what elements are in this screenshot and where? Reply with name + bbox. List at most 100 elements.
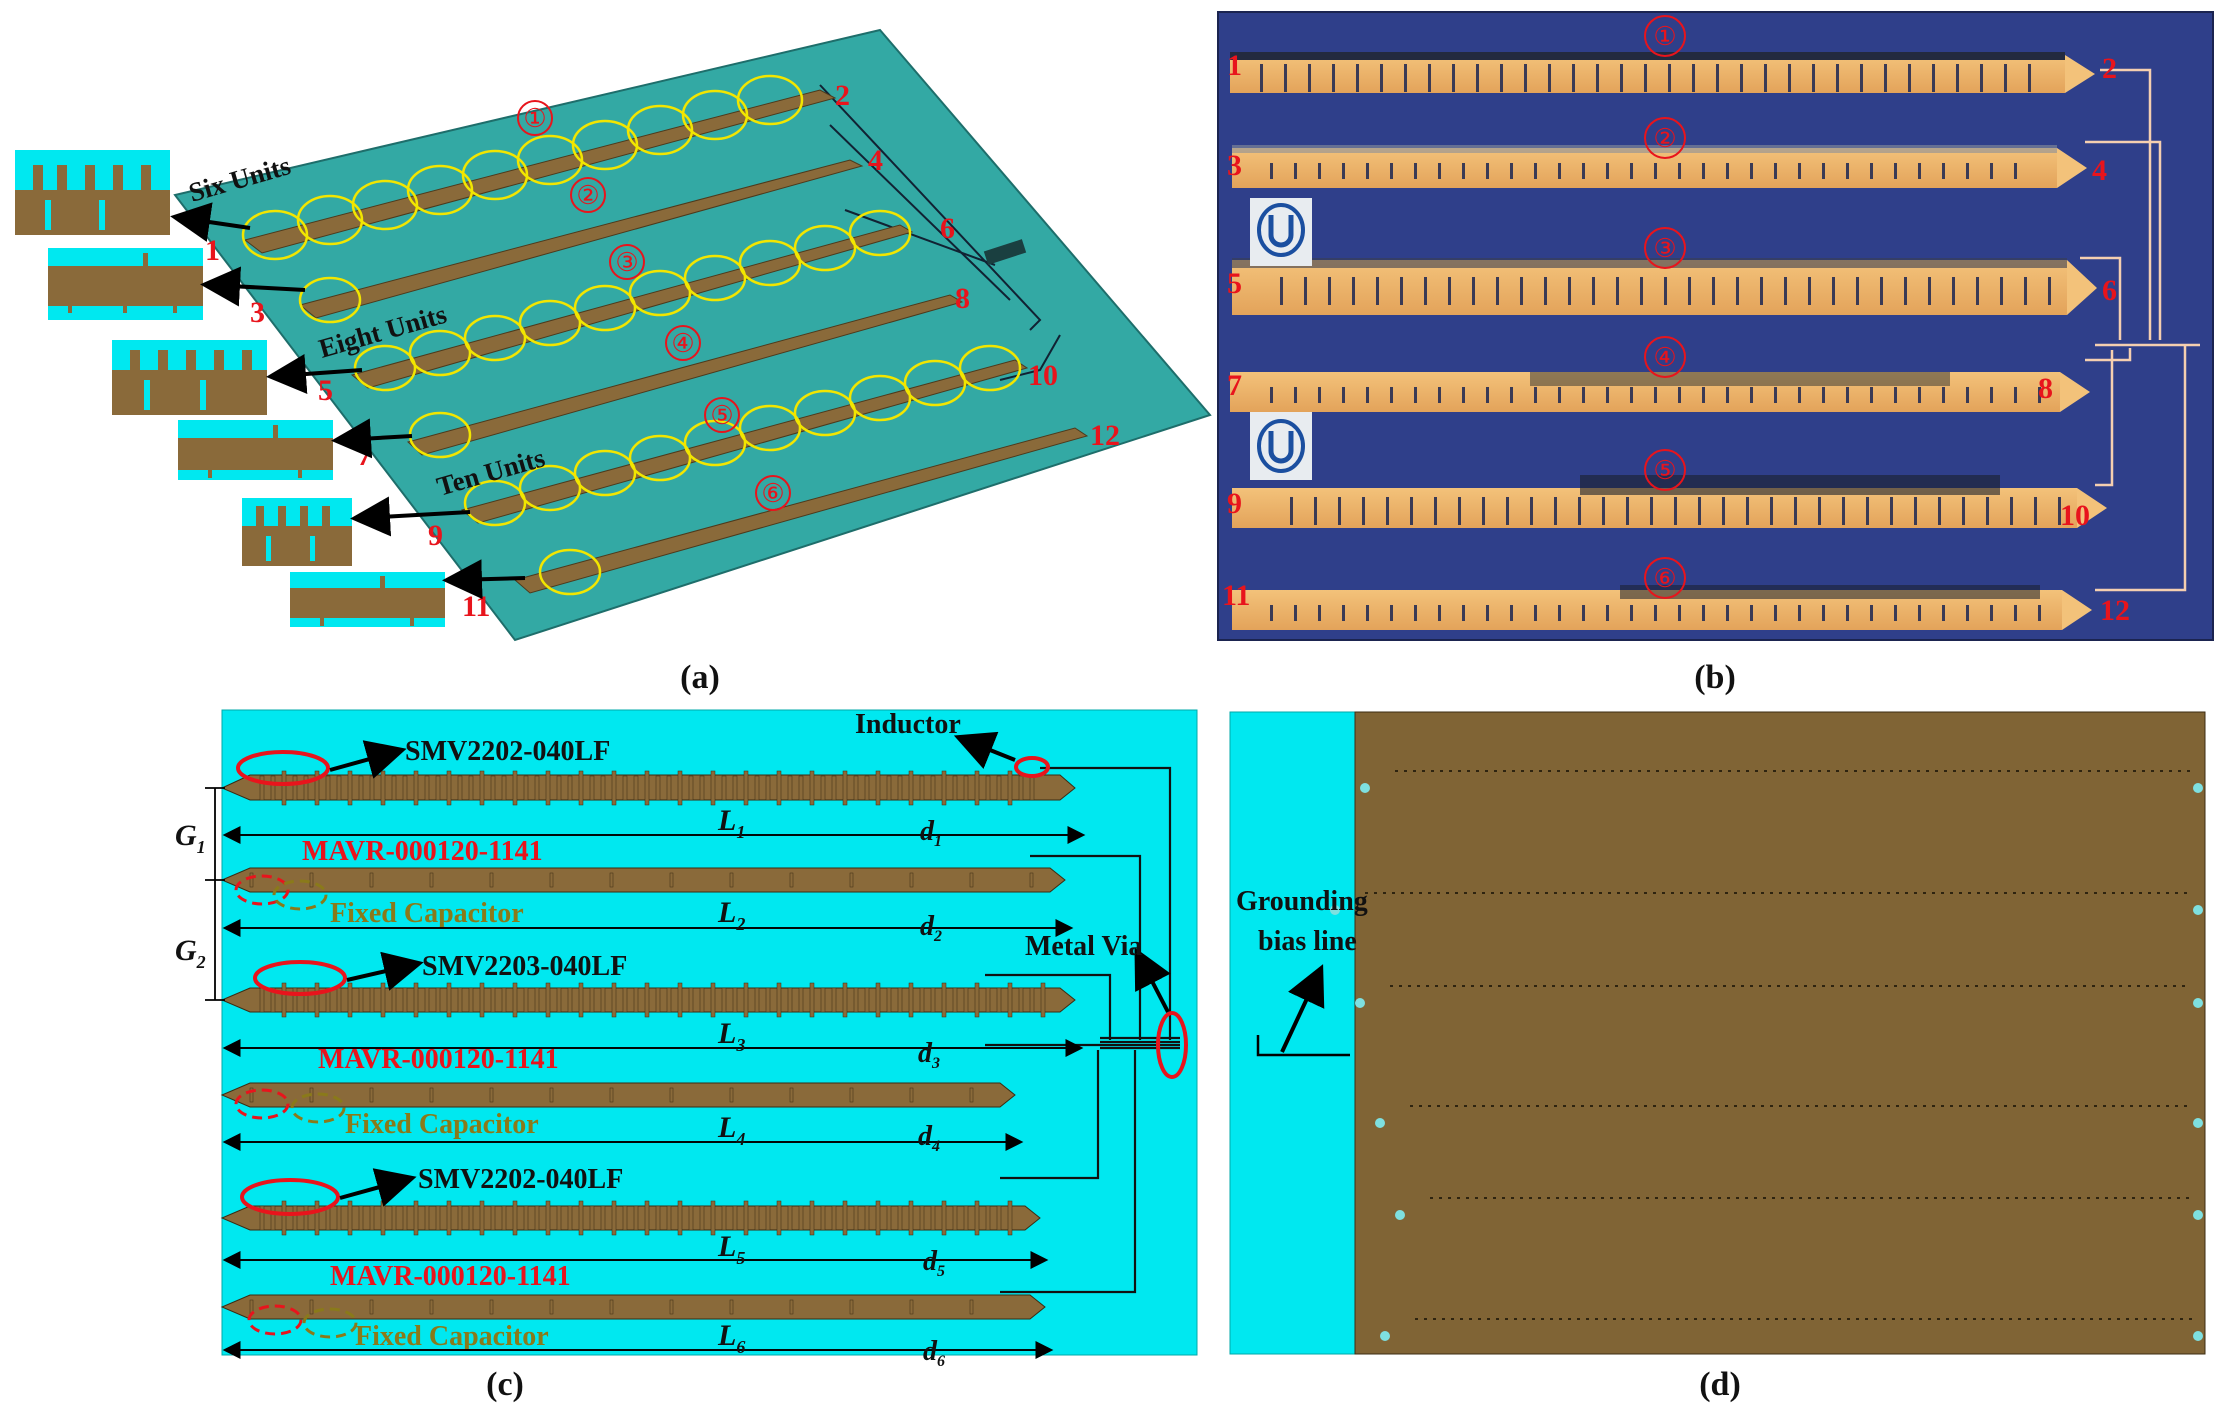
via-dot — [1431, 770, 1434, 772]
svg-text:8: 8 — [2038, 372, 2053, 405]
svg-text:d3: d3 — [918, 1038, 940, 1072]
comb-tooth — [622, 1205, 628, 1231]
comb-tooth — [1040, 982, 1046, 1018]
photo-diode-tick — [1462, 387, 1465, 403]
bias-lines-c — [985, 766, 1180, 1294]
via-dot — [1480, 985, 1483, 987]
via-dot — [1948, 985, 1951, 987]
via-dot — [1878, 892, 1881, 894]
comb-tooth — [380, 1200, 386, 1236]
via-dot — [1995, 892, 1998, 894]
via-dot — [1698, 892, 1701, 894]
via-dot — [1538, 1197, 1541, 1199]
via-dot — [1543, 985, 1546, 987]
via-pad — [2193, 905, 2203, 915]
gap-labels-c: d1 d2 d3 d4 d5 d6 — [918, 816, 945, 1370]
comb-tooth — [710, 770, 716, 806]
via-dot — [1849, 985, 1852, 987]
photo-diode-tick — [1582, 163, 1585, 179]
via-dot — [1498, 985, 1501, 987]
comb-tooth — [314, 770, 320, 806]
comb-tooth — [952, 987, 958, 1013]
comb-tooth — [729, 1299, 734, 1315]
photo-diode-tick — [1534, 605, 1537, 621]
via-dot — [1629, 770, 1632, 772]
via-dot — [1446, 1105, 1449, 1107]
comb-tooth — [776, 770, 782, 806]
via-dot — [1856, 1318, 1859, 1320]
photo-diode-tick — [1606, 605, 1609, 621]
comb-tooth — [369, 1299, 374, 1315]
via-dot — [1464, 892, 1467, 894]
via-dot — [1827, 770, 1830, 772]
comb-tooth — [549, 1299, 554, 1315]
via-dot — [1527, 1105, 1530, 1107]
via-rows-d — [1330, 770, 2203, 1341]
via-dot — [1572, 1105, 1575, 1107]
via-dot — [1923, 892, 1926, 894]
photo-diode-tick — [1740, 64, 1743, 92]
via-dot — [2096, 1197, 2099, 1199]
via-dot — [2076, 1105, 2079, 1107]
via-dot — [2117, 1318, 2120, 1320]
comb-tooth — [688, 1205, 694, 1231]
via-dot — [1916, 1197, 1919, 1199]
svg-text:10: 10 — [1028, 359, 1058, 392]
comb-tooth — [633, 775, 639, 801]
photo-diode-tick — [1812, 64, 1815, 92]
via-dot — [2173, 985, 2176, 987]
photo-diode-tick — [1500, 64, 1503, 92]
via-dot — [1602, 770, 1605, 772]
via-dot — [2000, 1318, 2003, 1320]
comb-tooth — [490, 987, 496, 1013]
via-dot — [1968, 1105, 1971, 1107]
via-dot — [1604, 1318, 1607, 1320]
length-labels-c: L1 L2 L3 L4 L5 L6 — [717, 804, 745, 1357]
comb-tooth — [479, 1200, 485, 1236]
photo-diode-tick — [1318, 387, 1321, 403]
comb-tooth — [303, 987, 309, 1013]
photo-diode-tick — [1328, 277, 1331, 305]
comb-tooth — [754, 1205, 760, 1231]
comb-tooth — [875, 770, 881, 806]
via-dot — [1822, 985, 1825, 987]
via-dot — [1658, 1318, 1661, 1320]
via-pad — [2193, 1331, 2203, 1341]
via-dot — [1831, 985, 1834, 987]
svg-text:①: ① — [1653, 22, 1676, 51]
via-dot — [1455, 892, 1458, 894]
comb-tooth — [666, 987, 672, 1013]
via-dot — [1946, 1318, 1949, 1320]
via-dot — [1736, 1197, 1739, 1199]
via-dot — [2087, 1197, 2090, 1199]
via-dot — [2049, 1105, 2052, 1107]
comb-tooth — [611, 770, 617, 806]
photo-diode-tick — [1750, 387, 1753, 403]
comb-tooth — [556, 1205, 562, 1231]
via-dot — [1689, 892, 1692, 894]
comb-tooth — [853, 775, 859, 801]
comb-tooth — [787, 775, 793, 801]
via-dot — [1460, 1318, 1463, 1320]
via-dot — [2042, 1197, 2045, 1199]
comb-tooth — [985, 987, 991, 1013]
via-dot — [1689, 1105, 1692, 1107]
via-dot — [1611, 770, 1614, 772]
comb-tooth — [402, 775, 408, 801]
via-dot — [2130, 892, 2133, 894]
via-dot — [1698, 1105, 1701, 1107]
via-dot — [1815, 1105, 1818, 1107]
via-dot — [1581, 892, 1584, 894]
line-markers-b: ① ② ③ ④ ⑤ ⑥ — [1644, 15, 1686, 599]
via-dot — [2007, 770, 2010, 772]
via-dot — [2036, 1318, 2039, 1320]
comb-tooth — [281, 770, 287, 806]
comb-tooth — [930, 987, 936, 1013]
via-dot — [1874, 1318, 1877, 1320]
photo-diode-tick — [1866, 497, 1869, 525]
via-dot — [1727, 1197, 1730, 1199]
via-dot — [2180, 1318, 2183, 1320]
comb-tooth — [765, 987, 771, 1013]
comb-tooth — [776, 1200, 782, 1236]
comb-tooth — [490, 775, 496, 801]
